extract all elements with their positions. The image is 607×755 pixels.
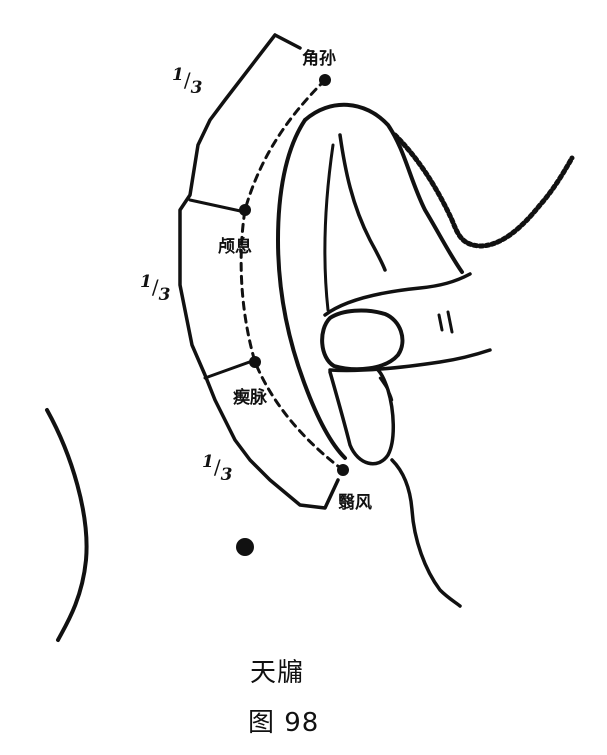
fraction-upper: 1/3 <box>172 65 202 98</box>
tick-luxi <box>188 198 247 214</box>
fraction-slash: / <box>213 455 221 479</box>
point-route <box>239 78 345 472</box>
point-chimai-dot <box>249 356 261 368</box>
finger-upper <box>323 272 472 317</box>
knuckle-mark <box>437 310 454 334</box>
earlobe <box>328 368 396 466</box>
ear-back-contour <box>276 118 347 460</box>
point-jiaosun-dot <box>319 74 331 86</box>
neck-line <box>390 458 462 608</box>
fraction-lower: 1/3 <box>202 452 232 485</box>
fraction-numerator: 1 <box>202 452 214 472</box>
caption-title: 天牖 <box>250 658 305 688</box>
point-yifeng-dot <box>337 464 349 476</box>
label-yifeng: 翳风 <box>338 493 372 513</box>
fraction-slash: / <box>151 275 159 299</box>
fingernail <box>320 308 405 372</box>
fraction-denominator: 3 <box>190 78 203 98</box>
caption-figure-number: 图 98 <box>248 708 320 738</box>
label-chimai: 瘈脉 <box>233 388 267 408</box>
tick-chimai <box>203 358 257 380</box>
earlobe-inner <box>378 376 394 402</box>
label-jiaosun: 角孙 <box>302 49 336 69</box>
label-luxi: 颅息 <box>218 237 252 257</box>
neck-contour <box>45 408 89 642</box>
point-tianyou-dot <box>236 538 254 556</box>
fraction-denominator: 3 <box>158 285 171 305</box>
ear-inner-fold <box>338 133 387 272</box>
fraction-denominator: 3 <box>220 465 233 485</box>
fraction-slash: / <box>183 68 191 92</box>
boundary-line <box>178 33 340 510</box>
fraction-numerator: 1 <box>140 272 152 292</box>
point-luxi-dot <box>239 204 251 216</box>
fraction-numerator: 1 <box>172 65 184 85</box>
hairline <box>392 132 575 249</box>
fraction-middle: 1/3 <box>140 272 170 305</box>
ear-inner-fold-2 <box>323 143 335 312</box>
ear-outline <box>303 102 464 274</box>
